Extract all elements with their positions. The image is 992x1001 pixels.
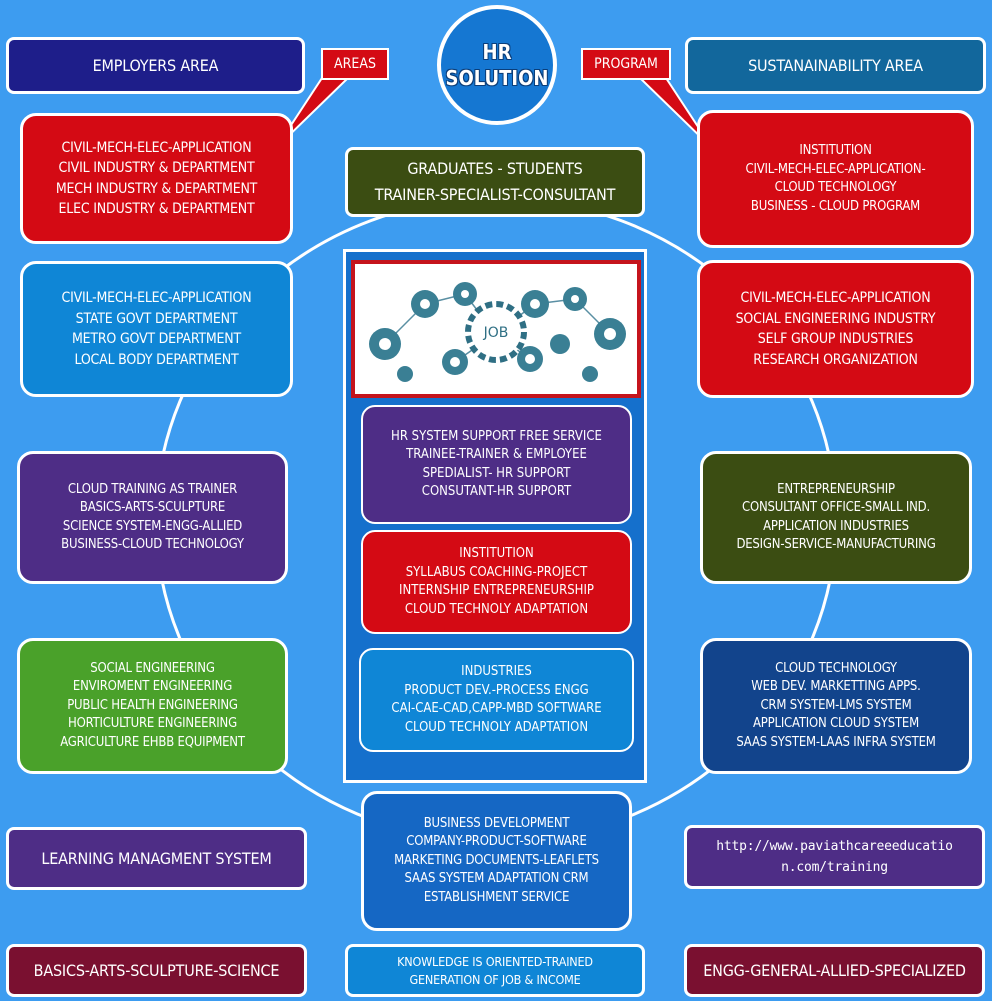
hr-solution-circle: HR SOLUTION bbox=[437, 5, 557, 125]
center-line-2: SOLUTION bbox=[445, 66, 549, 90]
box-line: MARKETING DOCUMENTS-LEAFLETS bbox=[394, 852, 599, 868]
job-gear-label: JOB bbox=[483, 325, 509, 341]
box-line: SOCIAL ENGINEERING INDUSTRY bbox=[735, 310, 936, 327]
url-line-2: n.com/training bbox=[781, 860, 888, 875]
right-box-research: CIVIL-MECH-ELEC-APPLICATION SOCIAL ENGIN… bbox=[697, 260, 974, 398]
basics-arts-label: BASICS-ARTS-SCULPTURE-SCIENCE bbox=[33, 960, 280, 980]
box-line: SOCIAL ENGINEERING bbox=[90, 660, 215, 676]
industries-center-box: INDUSTRIES PRODUCT DEV.-PROCESS ENGG CAI… bbox=[359, 648, 634, 752]
box-line: CAI-CAE-CAD,CAPP-MBD SOFTWARE bbox=[391, 701, 602, 716]
box-line: INTERNSHIP ENTREPRENEURSHIP bbox=[399, 583, 594, 598]
box-line: TRAINEE-TRAINER & EMPLOYEE bbox=[406, 447, 587, 462]
box-line: CIVIL-MECH-ELEC-APPLICATION bbox=[61, 139, 252, 156]
box-line: CLOUD TECHNOLOGY bbox=[775, 660, 897, 676]
box-line: APPLICATION CLOUD SYSTEM bbox=[753, 716, 919, 732]
areas-callout: AREAS bbox=[321, 48, 389, 80]
areas-callout-label: AREAS bbox=[334, 56, 376, 72]
employers-area-label: EMPLOYERS AREA bbox=[92, 55, 219, 75]
box-line: SYLLABUS COACHING-PROJECT bbox=[405, 564, 588, 580]
lms-label: LEARNING MANAGMENT SYSTEM bbox=[41, 848, 272, 868]
sustainability-area-header: SUSTANAINABILITY AREA bbox=[685, 37, 986, 94]
box-line: RESEARCH ORGANIZATION bbox=[753, 351, 918, 368]
box-line: ELEC INDUSTRY & DEPARTMENT bbox=[58, 201, 255, 217]
url-line-1: http://www.paviathcareeeducatio bbox=[716, 839, 953, 854]
basics-arts-box: BASICS-ARTS-SCULPTURE-SCIENCE bbox=[6, 944, 307, 997]
left-box-civil-industry: CIVIL-MECH-ELEC-APPLICATION CIVIL INDUST… bbox=[20, 113, 293, 244]
box-line: STATE GOVT DEPARTMENT bbox=[75, 310, 238, 327]
box-line: PRODUCT DEV.-PROCESS ENGG bbox=[404, 682, 589, 698]
box-line: MECH INDUSTRY & DEPARTMENT bbox=[55, 180, 258, 197]
box-line: SPEDIALIST- HR SUPPORT bbox=[422, 465, 571, 481]
institution-center-box: INSTITUTION SYLLABUS COACHING-PROJECT IN… bbox=[361, 530, 632, 634]
box-line: SAAS SYSTEM ADAPTATION CRM bbox=[404, 871, 589, 887]
gears-illustration: JOB bbox=[355, 264, 637, 394]
box-line: BUSINESS DEVELOPMENT bbox=[423, 815, 570, 831]
box-line: CIVIL-MECH-ELEC-APPLICATION bbox=[61, 290, 252, 306]
box-line: WEB DEV. MARKETTING APPS. bbox=[751, 679, 921, 695]
knowledge-line-1: KNOWLEDGE IS ORIENTED-TRAINED bbox=[397, 953, 593, 969]
box-line: ESTABLISHMENT SERVICE bbox=[423, 889, 570, 905]
box-line: LOCAL BODY DEPARTMENT bbox=[74, 351, 239, 368]
knowledge-box: KNOWLEDGE IS ORIENTED-TRAINED GENERATION… bbox=[345, 944, 645, 997]
box-line: CIVIL-MECH-ELEC-APPLICATION bbox=[740, 290, 931, 306]
box-line: AGRICULTURE EHBB EQUIPMENT bbox=[60, 734, 245, 750]
box-line: BUSINESS-CLOUD TECHNOLOGY bbox=[61, 537, 244, 552]
box-line: PUBLIC HEALTH ENGINEERING bbox=[67, 697, 238, 713]
box-line: CLOUD TRAINING AS TRAINER bbox=[67, 481, 238, 497]
box-line: CONSUTANT-HR SUPPORT bbox=[421, 484, 572, 499]
box-line: BUSINESS - CLOUD PROGRAM bbox=[750, 198, 921, 214]
center-line-1: HR bbox=[482, 40, 512, 64]
business-development-box: BUSINESS DEVELOPMENT COMPANY-PRODUCT-SOF… bbox=[361, 791, 632, 931]
box-line: CRM SYSTEM-LMS SYSTEM bbox=[760, 697, 912, 713]
engg-general-box: ENGG-GENERAL-ALLIED-SPECIALIZED bbox=[684, 944, 985, 997]
box-line: CONSULTANT OFFICE-SMALL IND. bbox=[741, 500, 931, 515]
box-line: DESIGN-SERVICE-MANUFACTURING bbox=[736, 537, 936, 552]
box-line: HR SYSTEM SUPPORT FREE SERVICE bbox=[391, 428, 602, 444]
box-line: SCIENCE SYSTEM-ENGG-ALLIED bbox=[62, 518, 243, 534]
job-gears-image: JOB bbox=[351, 260, 641, 398]
box-line: ENTREPRENEURSHIP bbox=[777, 481, 895, 497]
graduates-students-box: GRADUATES - STUDENTS TRAINER-SPECIALIST-… bbox=[345, 147, 645, 217]
graduates-line-2: TRAINER-SPECIALIST-CONSULTANT bbox=[374, 185, 616, 204]
right-box-entrepreneurship: ENTREPRENEURSHIP CONSULTANT OFFICE-SMALL… bbox=[700, 451, 972, 584]
box-line: APPLICATION INDUSTRIES bbox=[763, 518, 909, 534]
hr-system-support-box: HR SYSTEM SUPPORT FREE SERVICE TRAINEE-T… bbox=[361, 405, 632, 524]
box-line: CLOUD TECHNOLY ADAPTATION bbox=[404, 719, 589, 735]
left-box-social-engineering: SOCIAL ENGINEERING ENVIROMENT ENGINEERIN… bbox=[17, 638, 288, 774]
box-line: COMPANY-PRODUCT-SOFTWARE bbox=[406, 834, 587, 850]
knowledge-line-2: GENERATION OF JOB & INCOME bbox=[409, 971, 581, 987]
box-line: SELF GROUP INDUSTRIES bbox=[757, 331, 914, 347]
left-box-cloud-training: CLOUD TRAINING AS TRAINER BASICS-ARTS-SC… bbox=[17, 451, 288, 584]
right-box-institution: INSTITUTION CIVIL-MECH-ELEC-APPLICATION-… bbox=[697, 110, 974, 248]
box-line: CLOUD TECHNOLY ADAPTATION bbox=[404, 601, 589, 617]
box-line: CIVIL-MECH-ELEC-APPLICATION- bbox=[745, 161, 926, 177]
sustainability-area-label: SUSTANAINABILITY AREA bbox=[748, 55, 923, 75]
left-box-govt-department: CIVIL-MECH-ELEC-APPLICATION STATE GOVT D… bbox=[20, 261, 293, 397]
box-line: HORTICULTURE ENGINEERING bbox=[68, 716, 237, 732]
box-line: METRO GOVT DEPARTMENT bbox=[71, 331, 242, 347]
training-url-box: http://www.paviathcareeeducatio n.com/tr… bbox=[684, 825, 985, 889]
box-line: CIVIL INDUSTRY & DEPARTMENT bbox=[58, 160, 255, 176]
box-line: BASICS-ARTS-SCULPTURE bbox=[79, 500, 226, 515]
engg-general-label: ENGG-GENERAL-ALLIED-SPECIALIZED bbox=[703, 960, 966, 980]
box-line: INSTITUTION bbox=[799, 143, 872, 158]
program-callout-label: PROGRAM bbox=[594, 56, 658, 72]
box-line: ENVIROMENT ENGINEERING bbox=[72, 679, 233, 695]
learning-management-system-box: LEARNING MANAGMENT SYSTEM bbox=[6, 827, 307, 890]
box-line: CLOUD TECHNOLOGY bbox=[774, 180, 897, 195]
employers-area-header: EMPLOYERS AREA bbox=[6, 37, 305, 94]
box-line: INDUSTRIES bbox=[461, 664, 532, 679]
graduates-line-1: GRADUATES - STUDENTS bbox=[407, 159, 583, 178]
box-line: INSTITUTION bbox=[459, 546, 534, 561]
box-line: SAAS SYSTEM-LAAS INFRA SYSTEM bbox=[736, 734, 936, 750]
right-box-cloud-technology: CLOUD TECHNOLOGY WEB DEV. MARKETTING APP… bbox=[700, 638, 972, 774]
program-callout: PROGRAM bbox=[581, 48, 671, 80]
